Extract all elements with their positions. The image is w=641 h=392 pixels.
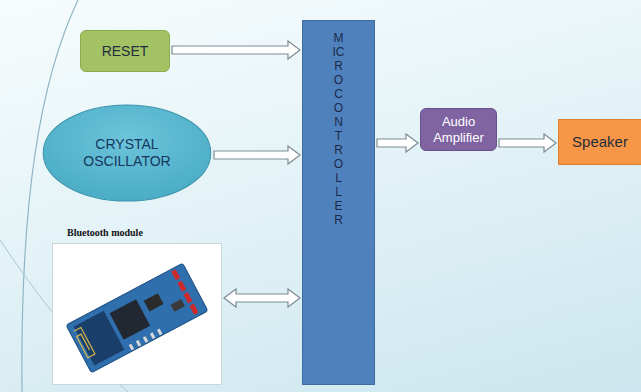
block-arrow: [214, 146, 300, 164]
module-heading: Bluetooth module: [52, 224, 222, 241]
amplifier-box: Audio Amplifier: [420, 108, 497, 151]
module-photo: [52, 243, 222, 385]
microcontroller-box: MICRO CONTROLLER: [302, 20, 375, 385]
speaker-box: Speaker: [558, 119, 641, 165]
bluetooth-module-box: Bluetooth module: [52, 224, 222, 385]
node-label: RESET: [102, 43, 149, 60]
node-label: Audio Amplifier: [425, 114, 492, 145]
bluetooth-board-picture: [53, 244, 221, 384]
block-arrow: [499, 134, 556, 152]
block-arrow: [224, 289, 300, 307]
node-label: Speaker: [572, 133, 628, 151]
node-label: CRYSTAL OSCILLATOR: [71, 136, 183, 171]
oscillator-ellipse: CRYSTAL OSCILLATOR: [42, 104, 212, 202]
block-arrow: [377, 134, 418, 152]
reset-box: RESET: [80, 30, 170, 72]
vertical-label: MICRO CONTROLLER: [333, 31, 345, 227]
block-arrow: [172, 41, 300, 59]
